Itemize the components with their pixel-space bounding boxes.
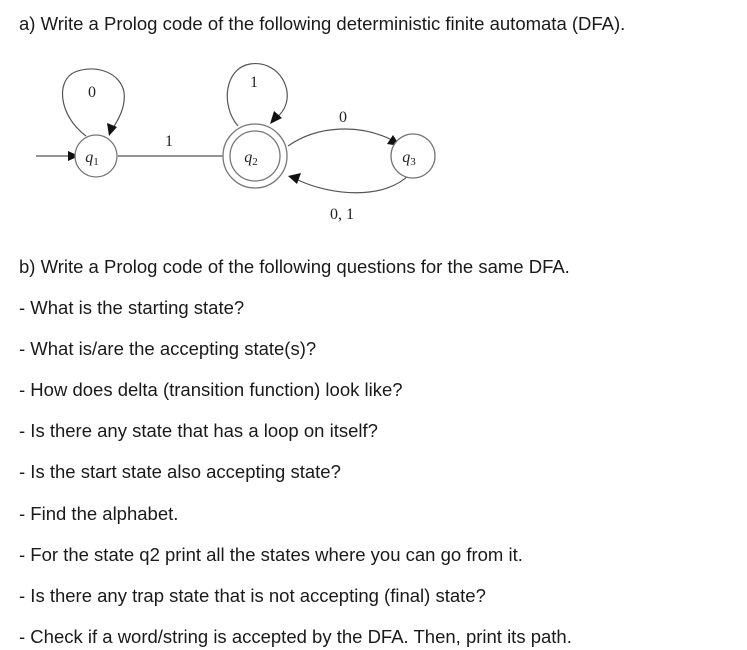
state-q1: q1 — [74, 134, 118, 178]
q2-to-q3-label: 0 — [339, 109, 347, 126]
q3-to-q2-label: 0, 1 — [330, 206, 354, 223]
question-self-loop: - Is there any state that has a loop on … — [19, 420, 378, 441]
q1-to-q2-label: 1 — [165, 133, 173, 150]
part-a-title: a) Write a Prolog code of the following … — [19, 13, 626, 34]
svg-text:q1: q1 — [85, 149, 99, 168]
dfa-diagram: 0 1 1 0 0, 1 q1 q2 q3 — [36, 63, 436, 223]
state-q1-name: q — [85, 149, 93, 166]
state-q2-sub: 2 — [252, 156, 258, 168]
question-q2-reachable: - For the state q2 print all the states … — [19, 544, 523, 565]
edge-q3-to-q2 — [288, 173, 411, 194]
question-start-accepting: - Is the start state also accepting stat… — [19, 461, 341, 482]
edge-q2-to-q3 — [287, 128, 400, 147]
state-q2-name: q — [244, 149, 252, 166]
svg-text:q3: q3 — [402, 149, 416, 168]
part-b-title: b) Write a Prolog code of the following … — [19, 256, 570, 277]
question-starting-state: - What is the starting state? — [19, 297, 245, 318]
state-q3-name: q — [402, 149, 410, 166]
question-word-accepted: - Check if a word/string is accepted by … — [19, 626, 572, 647]
edge-q1-to-q2 — [118, 151, 234, 161]
start-arrow — [36, 151, 79, 161]
q1-loop-label: 0 — [88, 84, 96, 101]
q2-self-loop — [226, 63, 288, 127]
svg-text:q2: q2 — [244, 149, 258, 168]
state-q1-sub: 1 — [93, 156, 99, 168]
state-q2: q2 — [222, 123, 288, 189]
question-alphabet: - Find the alphabet. — [19, 503, 179, 524]
question-trap-state: - Is there any trap state that is not ac… — [19, 585, 486, 606]
question-delta: - How does delta (transition function) l… — [19, 379, 403, 400]
state-q3-sub: 3 — [410, 156, 416, 168]
state-q3: q3 — [390, 133, 436, 179]
question-accepting-states: - What is/are the accepting state(s)? — [19, 338, 317, 359]
q2-loop-label: 1 — [250, 74, 258, 91]
q1-self-loop — [62, 68, 125, 137]
